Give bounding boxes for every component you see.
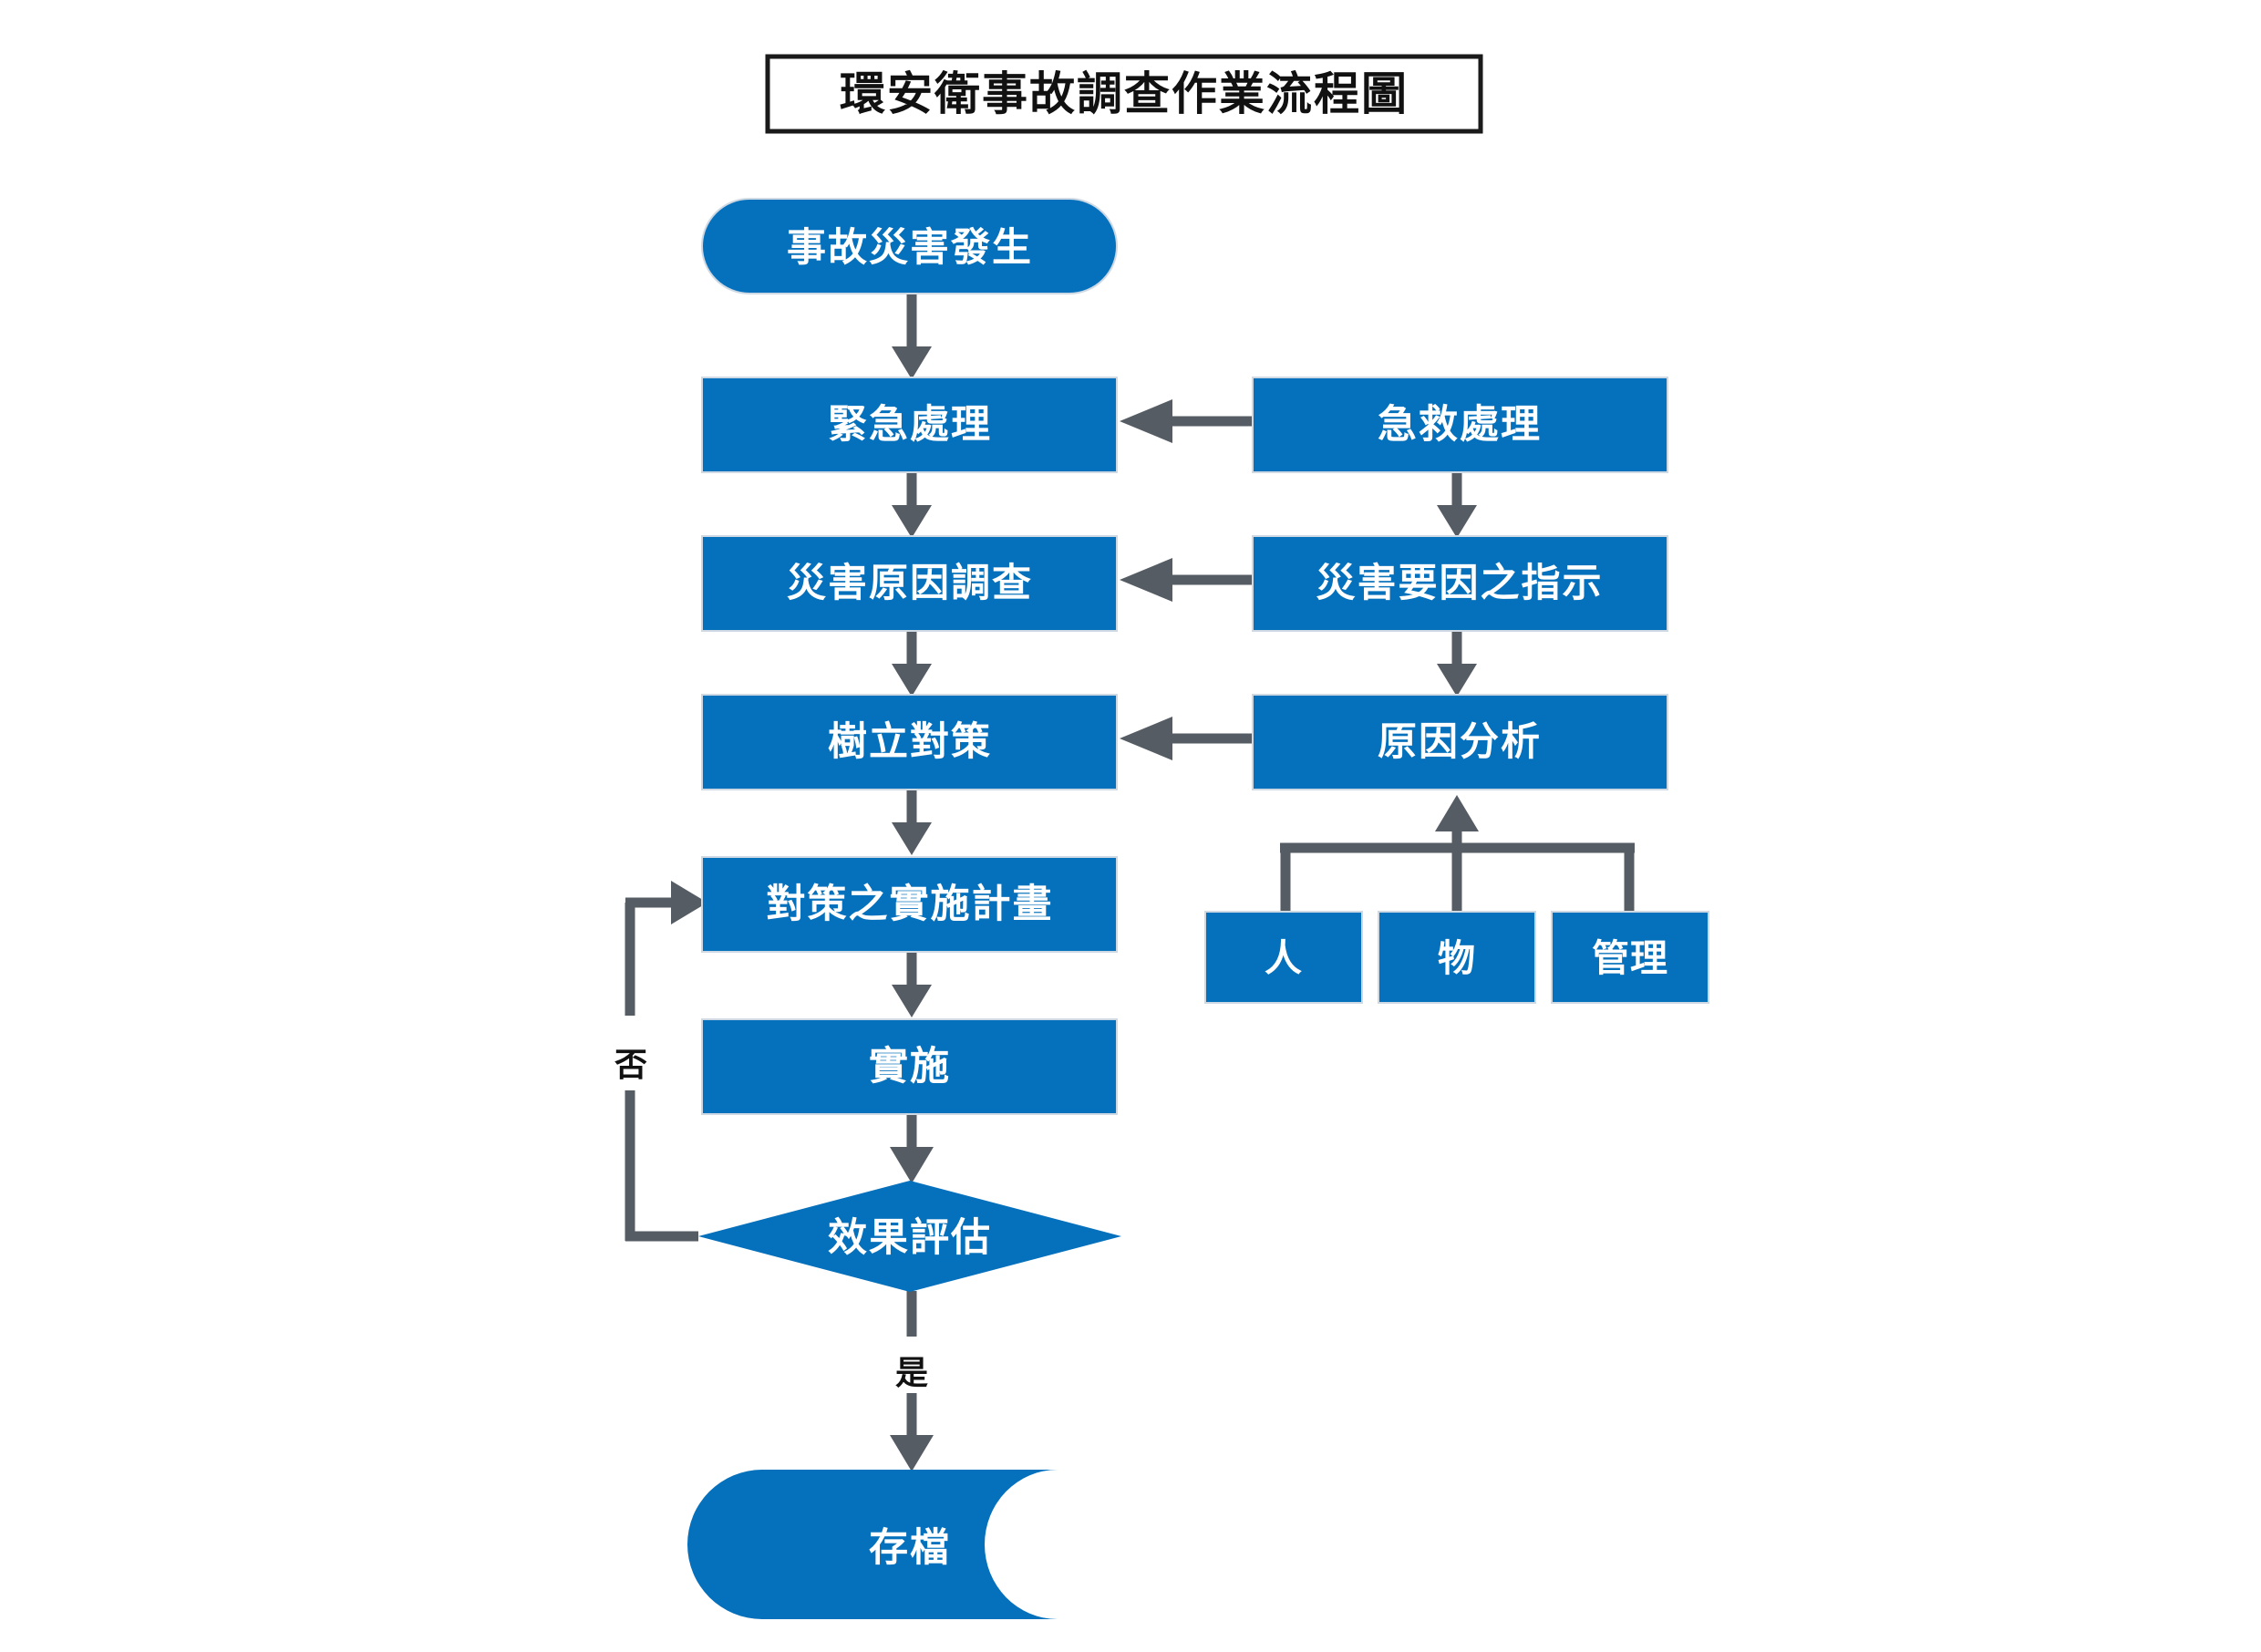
node-plan-label: 對策之實施計畫	[767, 882, 1054, 927]
node-archive-label: 存檔	[869, 1525, 951, 1571]
node-counter-label: 樹立對策	[828, 719, 992, 765]
diagram-title: 環安衛事故調查作業流程圖	[765, 54, 1483, 134]
node-things[interactable]: 物	[1378, 911, 1536, 1004]
edge-start-to-emergency	[892, 292, 932, 379]
node-people[interactable]: 人	[1204, 911, 1363, 1004]
edge-factors-to-causeana	[1280, 795, 1635, 912]
node-start-label: 事故災害發生	[787, 225, 1033, 271]
connector-layer	[625, 292, 1635, 1471]
edge-label-no: 否	[602, 1023, 660, 1089]
node-causeinv[interactable]: 災害原因調查	[701, 535, 1118, 632]
edge-label-yes-text: 是	[895, 1355, 928, 1392]
node-causeana[interactable]: 原因分析	[1252, 694, 1668, 790]
node-evaluate[interactable]: 效果評估	[698, 1181, 1121, 1292]
node-execute-label: 實施	[869, 1044, 951, 1089]
edge-counter-to-plan	[892, 790, 932, 855]
node-causeinv-label: 災害原因調查	[787, 561, 1033, 606]
node-factorind[interactable]: 災害要因之指示	[1252, 535, 1668, 632]
node-archive[interactable]: 存檔	[687, 1470, 1058, 1619]
node-firstaid[interactable]: 急救處理	[1252, 377, 1668, 473]
node-things-label: 物	[1438, 936, 1476, 980]
node-manage-label: 管理	[1592, 936, 1668, 980]
node-factorind-label: 災害要因之指示	[1316, 561, 1604, 606]
edge-evaluate-to-archive	[890, 1291, 934, 1471]
edge-firstaid-to-factorind	[1437, 472, 1477, 538]
edge-emergency-to-causeinv	[892, 472, 932, 538]
edge-causeinv-to-counter	[892, 631, 932, 697]
edge-plan-to-execute	[892, 952, 932, 1017]
node-start[interactable]: 事故災害發生	[701, 198, 1118, 294]
node-counter[interactable]: 樹立對策	[701, 694, 1118, 790]
node-evaluate-label: 效果評估	[828, 1215, 992, 1261]
node-people-label: 人	[1265, 936, 1303, 980]
diagram-title-text: 環安衛事故調查作業流程圖	[840, 67, 1409, 120]
edge-evaluate-to-plan-loop	[625, 881, 707, 1242]
node-causeana-label: 原因分析	[1378, 719, 1542, 765]
node-execute[interactable]: 實施	[701, 1018, 1118, 1115]
node-emergency[interactable]: 緊急處理	[701, 377, 1118, 473]
edge-causeana-to-counter	[1120, 717, 1253, 760]
node-manage[interactable]: 管理	[1551, 911, 1709, 1004]
edge-factorind-to-causeinv	[1120, 558, 1253, 602]
edge-execute-to-evaluate	[890, 1114, 934, 1183]
edge-label-yes: 是	[883, 1337, 941, 1393]
node-plan[interactable]: 對策之實施計畫	[701, 856, 1118, 953]
node-firstaid-label: 急救處理	[1378, 402, 1542, 448]
edge-firstaid-to-emergency	[1120, 399, 1253, 443]
edge-label-no-text: 否	[614, 1047, 647, 1084]
edge-factorind-to-causeana	[1437, 631, 1477, 697]
node-emergency-label: 緊急處理	[828, 402, 992, 448]
